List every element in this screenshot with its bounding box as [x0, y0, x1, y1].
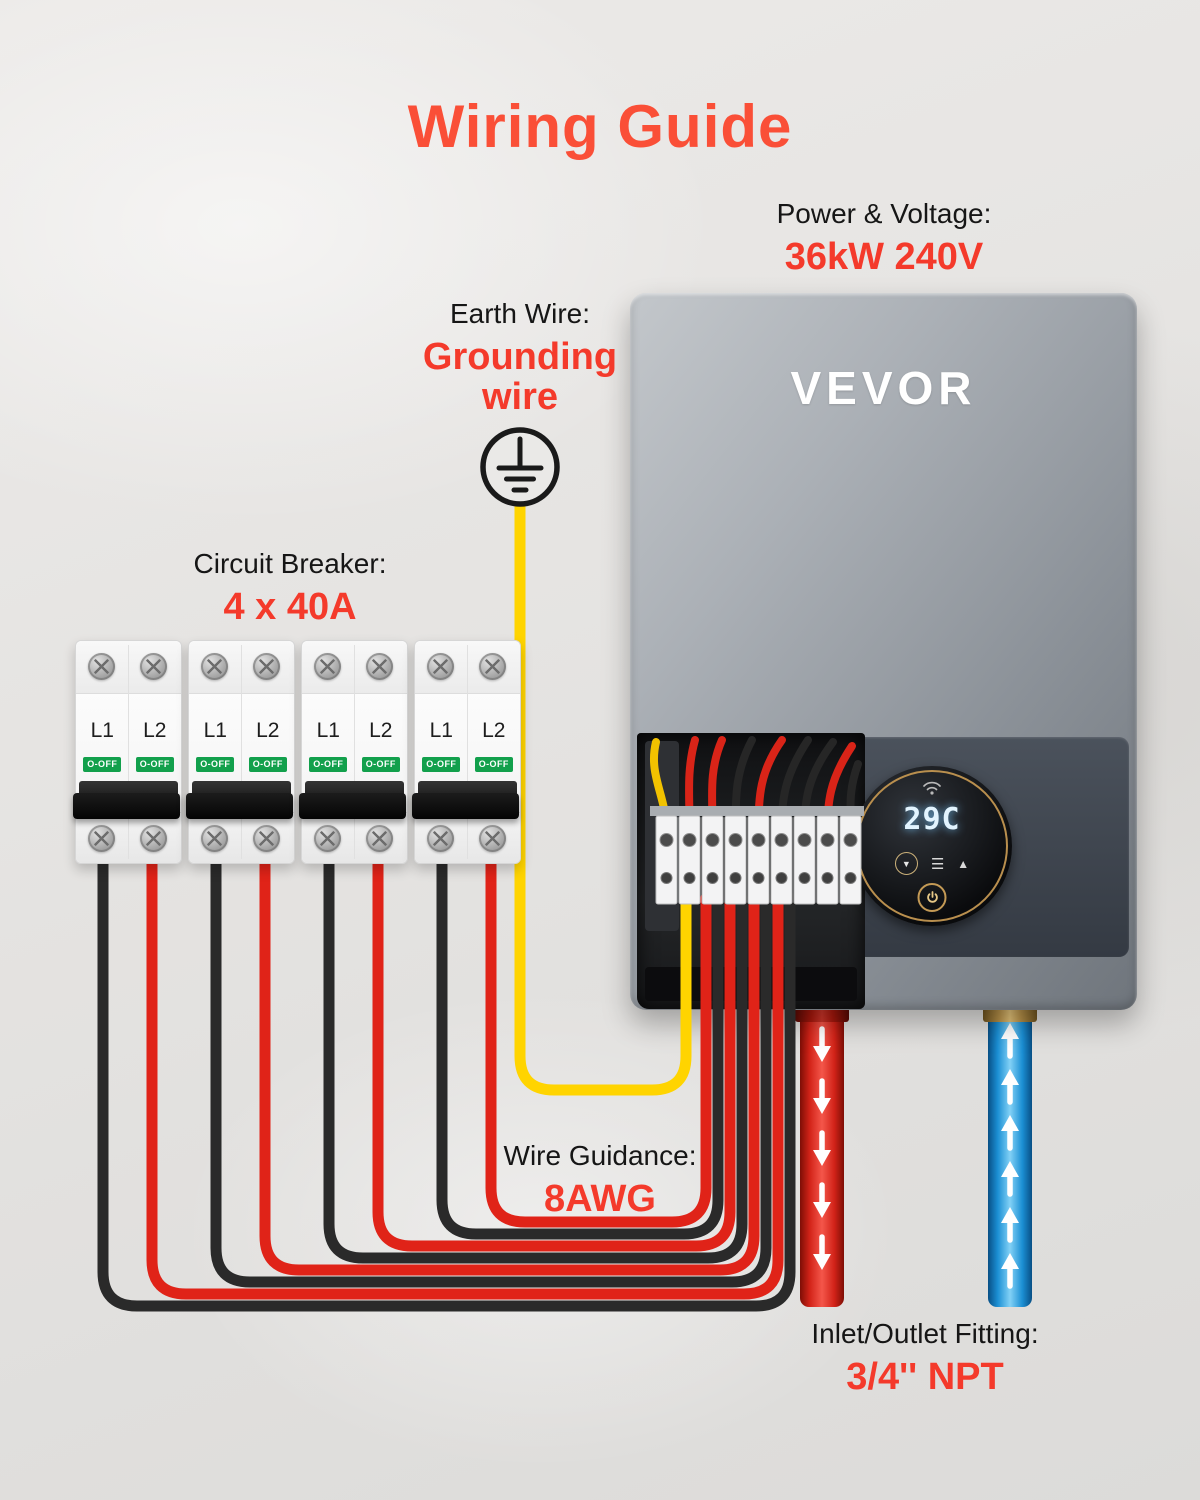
pole-label-l1: L1	[203, 719, 227, 742]
control-panel: 29C ▼ ☰ ▲	[852, 766, 1012, 926]
wiring-compartment	[637, 733, 865, 1009]
water-heater-unit: VEVOR 29C ▼ ☰ ▲	[630, 293, 1137, 1010]
pole-label-l2: L2	[143, 719, 167, 742]
screw-icon	[140, 653, 167, 680]
annotation-power: Power & Voltage: 36kW 240V	[634, 198, 1134, 277]
pole-label-l2: L2	[369, 719, 393, 742]
temp-up-button: ▲	[957, 856, 970, 871]
down-arrows-icon	[800, 1003, 844, 1307]
annotation-wire-guidance: Wire Guidance: 8AWG	[450, 1140, 750, 1219]
screw-icon	[88, 825, 115, 852]
circuit-breaker-4: L1 L2 O-OFF O-OFF	[412, 640, 521, 864]
circuit-breaker-value: 4 x 40A	[223, 586, 357, 628]
circuit-breaker-3: L1 L2 O-OFF O-OFF	[299, 640, 408, 864]
onoff-indicators: O-OFF O-OFF	[189, 757, 294, 772]
pole-label-l2: L2	[256, 719, 280, 742]
pole-label-l2: L2	[482, 719, 506, 742]
onoff-indicator: O-OFF	[135, 757, 174, 772]
screw-icon	[479, 825, 506, 852]
onoff-indicator: O-OFF	[83, 757, 122, 772]
breaker-switch	[186, 781, 293, 819]
fitting-label: Inlet/Outlet Fitting:	[811, 1318, 1039, 1349]
pole-divider	[354, 645, 355, 859]
compartment-detail	[645, 741, 679, 931]
screw-icon	[201, 825, 228, 852]
temperature-display: 29C	[903, 802, 961, 837]
pole-label-l1: L1	[316, 719, 340, 742]
pole-labels: L1 L2	[302, 719, 407, 743]
screw-icon	[201, 653, 228, 680]
circuit-breaker-1: L1 L2 O-OFF O-OFF	[73, 640, 182, 864]
page-title: Wiring Guide	[407, 93, 793, 160]
onoff-indicator: O-OFF	[196, 757, 235, 772]
pole-labels: L1 L2	[189, 719, 294, 743]
breaker-switch	[412, 781, 519, 819]
onoff-indicators: O-OFF O-OFF	[415, 757, 520, 772]
pole-labels: L1 L2	[415, 719, 520, 743]
annotation-earth: Earth Wire: Grounding wire	[370, 298, 670, 418]
breaker-switch	[73, 781, 180, 819]
onoff-indicators: O-OFF O-OFF	[302, 757, 407, 772]
brand-logo: VEVOR	[790, 362, 977, 414]
earth-wire-value: Grounding wire	[422, 336, 618, 419]
power-button	[917, 883, 947, 912]
screw-icon	[140, 825, 167, 852]
earth-wire-label: Earth Wire:	[449, 298, 591, 329]
outlet-pipe-fitting	[795, 1007, 849, 1022]
wire-guidance-label: Wire Guidance:	[503, 1140, 697, 1171]
annotation-breaker: Circuit Breaker: 4 x 40A	[140, 548, 440, 627]
pole-labels: L1 L2	[76, 719, 181, 743]
pole-divider	[241, 645, 242, 859]
screw-icon	[253, 653, 280, 680]
power-icon	[926, 891, 938, 903]
screw-icon	[479, 653, 506, 680]
onoff-indicators: O-OFF O-OFF	[76, 757, 181, 772]
breaker-switch	[299, 781, 406, 819]
onoff-indicator: O-OFF	[248, 757, 287, 772]
wifi-icon	[923, 781, 941, 795]
pole-label-l1: L1	[429, 719, 453, 742]
power-label: Power & Voltage:	[776, 198, 992, 229]
inlet-pipe-cold	[983, 1003, 1037, 1307]
circuit-breaker-2: L1 L2 O-OFF O-OFF	[186, 640, 295, 864]
onoff-indicator: O-OFF	[474, 757, 513, 772]
compartment-base	[645, 967, 857, 1001]
screw-icon	[427, 653, 454, 680]
wire-guidance-value: 8AWG	[544, 1178, 656, 1220]
fitting-value: 3/4'' NPT	[846, 1356, 1004, 1398]
onoff-indicator: O-OFF	[309, 757, 348, 772]
inlet-pipe-fitting	[983, 1007, 1037, 1022]
circuit-breaker-label: Circuit Breaker:	[193, 548, 387, 579]
screw-icon	[314, 825, 341, 852]
pole-divider	[467, 645, 468, 859]
up-arrows-icon	[988, 1003, 1032, 1307]
onoff-indicator: O-OFF	[361, 757, 400, 772]
menu-button: ☰	[930, 855, 945, 873]
temp-down-button: ▼	[894, 852, 918, 875]
screw-icon	[427, 825, 454, 852]
annotation-fitting: Inlet/Outlet Fitting: 3/4'' NPT	[735, 1318, 1115, 1397]
ground-icon	[477, 424, 563, 510]
onoff-indicator: O-OFF	[422, 757, 461, 772]
screw-icon	[366, 825, 393, 852]
screw-icon	[88, 653, 115, 680]
screw-icon	[253, 825, 280, 852]
screw-icon	[366, 653, 393, 680]
outlet-pipe-hot	[795, 1003, 849, 1307]
screw-icon	[314, 653, 341, 680]
power-value: 36kW 240V	[784, 236, 984, 278]
pole-divider	[128, 645, 129, 859]
pole-label-l1: L1	[90, 719, 114, 742]
panel-buttons: ▼ ☰ ▲	[852, 852, 1012, 875]
